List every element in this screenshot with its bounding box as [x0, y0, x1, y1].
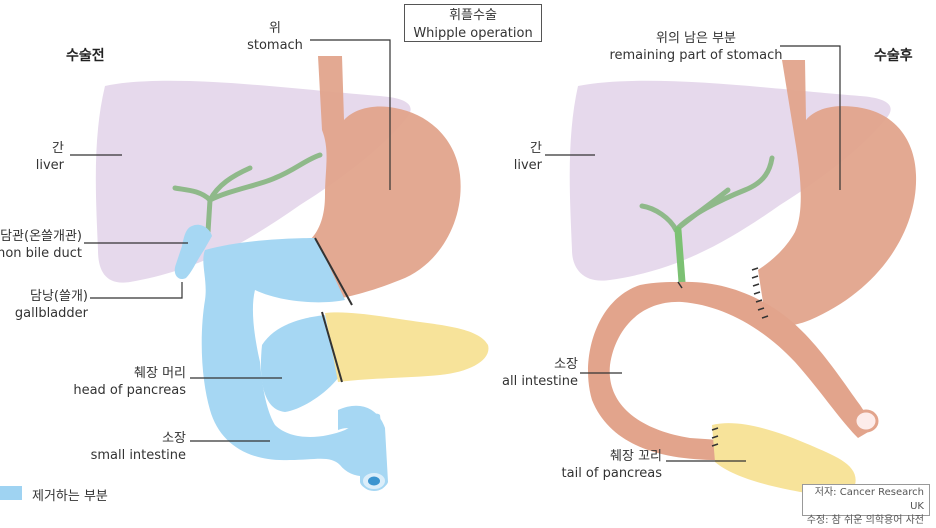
legend-label: 제거하는 부분	[32, 489, 108, 504]
label-bile-duct-en: common bile duct	[0, 246, 82, 261]
label-gallbladder-en: gallbladder	[14, 306, 88, 321]
sutures	[677, 267, 769, 447]
label-small-intestine-en: small intestine	[90, 448, 186, 463]
label-small-intestine-ko: 소장	[162, 431, 186, 446]
label-stomach: 위 stomach	[244, 20, 306, 54]
bile-duct-tree-after	[639, 155, 775, 233]
title-korean: 휘플수술	[449, 8, 497, 23]
label-bile-duct-ko: 담관(온쓸개관)	[0, 229, 82, 244]
label-stomach-en: stomach	[247, 38, 303, 53]
label-pancreas-head: 췌장 머리 head of pancreas	[60, 365, 186, 399]
label-gallbladder: 담낭(쓸개) gallbladder	[0, 288, 88, 322]
label-liver-after-ko: 간	[530, 141, 542, 156]
credit-line2: 수정: 참 쉬운 의학용어 사전	[806, 515, 924, 526]
credit-line1: 저자: Cancer Research UK	[814, 487, 924, 512]
label-gallbladder-ko: 담낭(쓸개)	[30, 289, 88, 304]
label-intestine-after-en: all intestine	[502, 374, 578, 389]
label-remaining-stomach-ko: 위의 남은 부분	[655, 31, 737, 46]
heading-before: 수술전	[66, 48, 105, 64]
label-small-intestine: 소장 small intestine	[70, 430, 186, 464]
leader-lines-after	[545, 45, 841, 462]
title-english: Whipple operation	[413, 26, 533, 41]
heading-after: 수술후	[874, 48, 913, 64]
label-liver-before-en: liver	[35, 158, 64, 173]
label-remaining-stomach: 위의 남은 부분 remaining part of stomach	[606, 30, 786, 64]
label-intestine-after-ko: 소장	[554, 357, 578, 372]
small-intestine-removed	[338, 405, 388, 490]
leader-lines-before	[70, 39, 391, 442]
label-liver-before: 간 liver	[10, 140, 64, 174]
stomach-before	[310, 56, 461, 300]
pancreas-head-removed	[260, 315, 338, 412]
duodenum-removed	[201, 238, 386, 477]
label-pancreas-tail: 췌장 꼬리 tail of pancreas	[540, 448, 662, 482]
label-pancreas-tail-en: tail of pancreas	[561, 466, 662, 481]
intestine-end-after	[853, 409, 879, 433]
label-remaining-stomach-en: remaining part of stomach	[609, 48, 783, 63]
title-box: 휘플수술 Whipple operation	[404, 4, 542, 42]
label-liver-before-ko: 간	[52, 141, 64, 156]
stomach-after	[758, 60, 917, 326]
bile-duct-tree-before	[172, 152, 323, 235]
label-liver-after: 간 liver	[480, 140, 542, 174]
label-intestine-after: 소장 all intestine	[470, 356, 578, 390]
legend-swatch	[0, 486, 22, 500]
label-pancreas-head-en: head of pancreas	[73, 383, 186, 398]
credit-box: 저자: Cancer Research UK 수정: 참 쉬운 의학용어 사전	[802, 484, 930, 526]
intestine-after	[588, 281, 875, 460]
pancreas-tail	[712, 423, 856, 495]
label-liver-after-en: liver	[513, 158, 542, 173]
gallbladder-shape	[174, 224, 212, 280]
pancreas-before	[325, 312, 489, 382]
label-stomach-ko: 위	[269, 21, 281, 36]
label-pancreas-head-ko: 췌장 머리	[134, 366, 186, 381]
label-pancreas-tail-ko: 췌장 꼬리	[610, 449, 662, 464]
label-bile-duct: 담관(온쓸개관) common bile duct	[0, 228, 82, 262]
